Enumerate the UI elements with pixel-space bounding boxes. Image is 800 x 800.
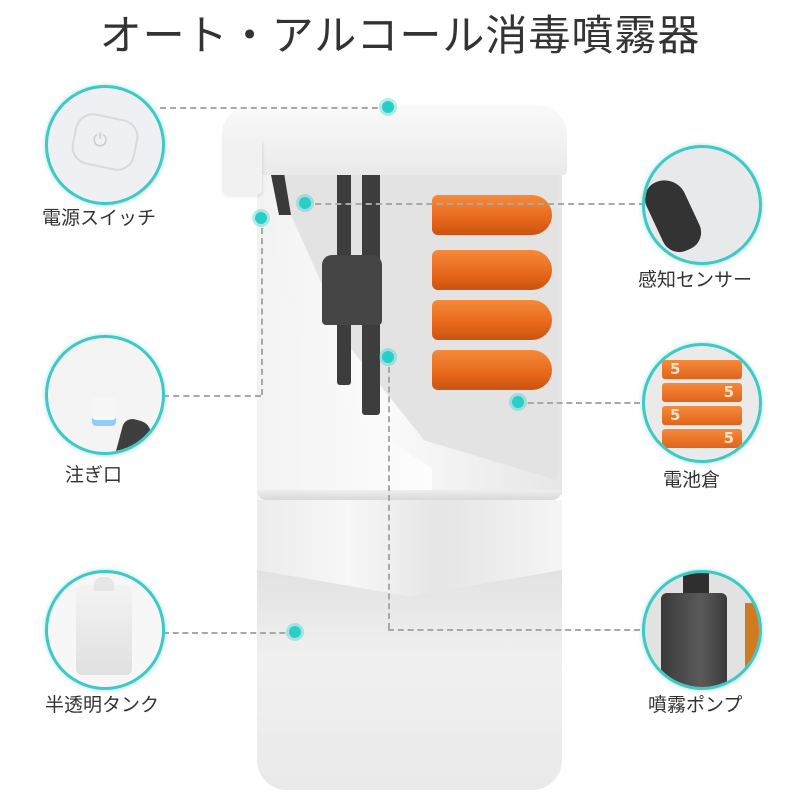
marker-dot-battery xyxy=(512,396,524,408)
marker-dot-power xyxy=(382,101,394,113)
leader-line-spout-vertical xyxy=(261,218,263,395)
sensor-icon xyxy=(645,173,707,258)
callout-spout xyxy=(45,335,165,455)
battery-icon: 5 xyxy=(662,406,742,425)
label-power-switch: 電源スイッチ xyxy=(42,207,157,229)
callout-tank xyxy=(45,570,165,690)
tank-icon xyxy=(76,585,132,675)
battery-icon: 5 xyxy=(662,360,742,379)
tank-cap xyxy=(94,577,114,591)
leader-line-battery xyxy=(518,402,640,404)
label-spout: 注ぎ口 xyxy=(65,464,123,486)
leader-line-spout xyxy=(163,395,261,397)
tank-liquid xyxy=(257,570,562,790)
leader-line-pump-vertical xyxy=(388,357,390,629)
device-lid-front xyxy=(222,140,262,195)
pump-stem xyxy=(683,573,709,595)
device-tank xyxy=(257,500,562,790)
marker-dot-spout xyxy=(255,212,267,224)
nozzle-icon xyxy=(92,398,116,426)
battery-icon: 5 xyxy=(662,383,742,402)
leader-line-power xyxy=(160,107,388,109)
battery xyxy=(432,195,552,235)
power-icon: ⏻ xyxy=(93,130,108,151)
battery xyxy=(432,350,552,390)
label-sensor: 感知センサー xyxy=(638,269,753,291)
dispenser-product-image xyxy=(222,95,567,790)
leader-line-tank xyxy=(163,632,295,634)
leader-line-sensor xyxy=(305,203,645,205)
tank-seam xyxy=(257,490,562,500)
sensor-edge xyxy=(115,416,155,452)
label-pump: 噴霧ポンプ xyxy=(648,694,743,716)
battery-edge xyxy=(745,603,759,673)
label-battery-box: 電池倉 xyxy=(663,469,721,491)
marker-dot-pump xyxy=(382,351,394,363)
pump-icon xyxy=(661,593,727,687)
battery xyxy=(432,250,552,290)
callout-sensor xyxy=(642,145,762,265)
callout-power-switch: ⏻ xyxy=(45,85,165,205)
marker-dot-sensor xyxy=(299,197,311,209)
label-tank: 半透明タンク xyxy=(45,694,160,716)
marker-dot-tank xyxy=(289,626,301,638)
battery xyxy=(432,300,552,340)
page-title: オート・アルコール消毒噴霧器 xyxy=(99,11,701,60)
battery-icon: 5 xyxy=(662,429,742,448)
device-lid xyxy=(222,105,567,175)
leader-line-pump xyxy=(388,629,640,631)
pump-body xyxy=(322,255,382,325)
callout-battery-box: 5 5 5 5 xyxy=(642,343,762,463)
callout-pump xyxy=(642,570,762,690)
